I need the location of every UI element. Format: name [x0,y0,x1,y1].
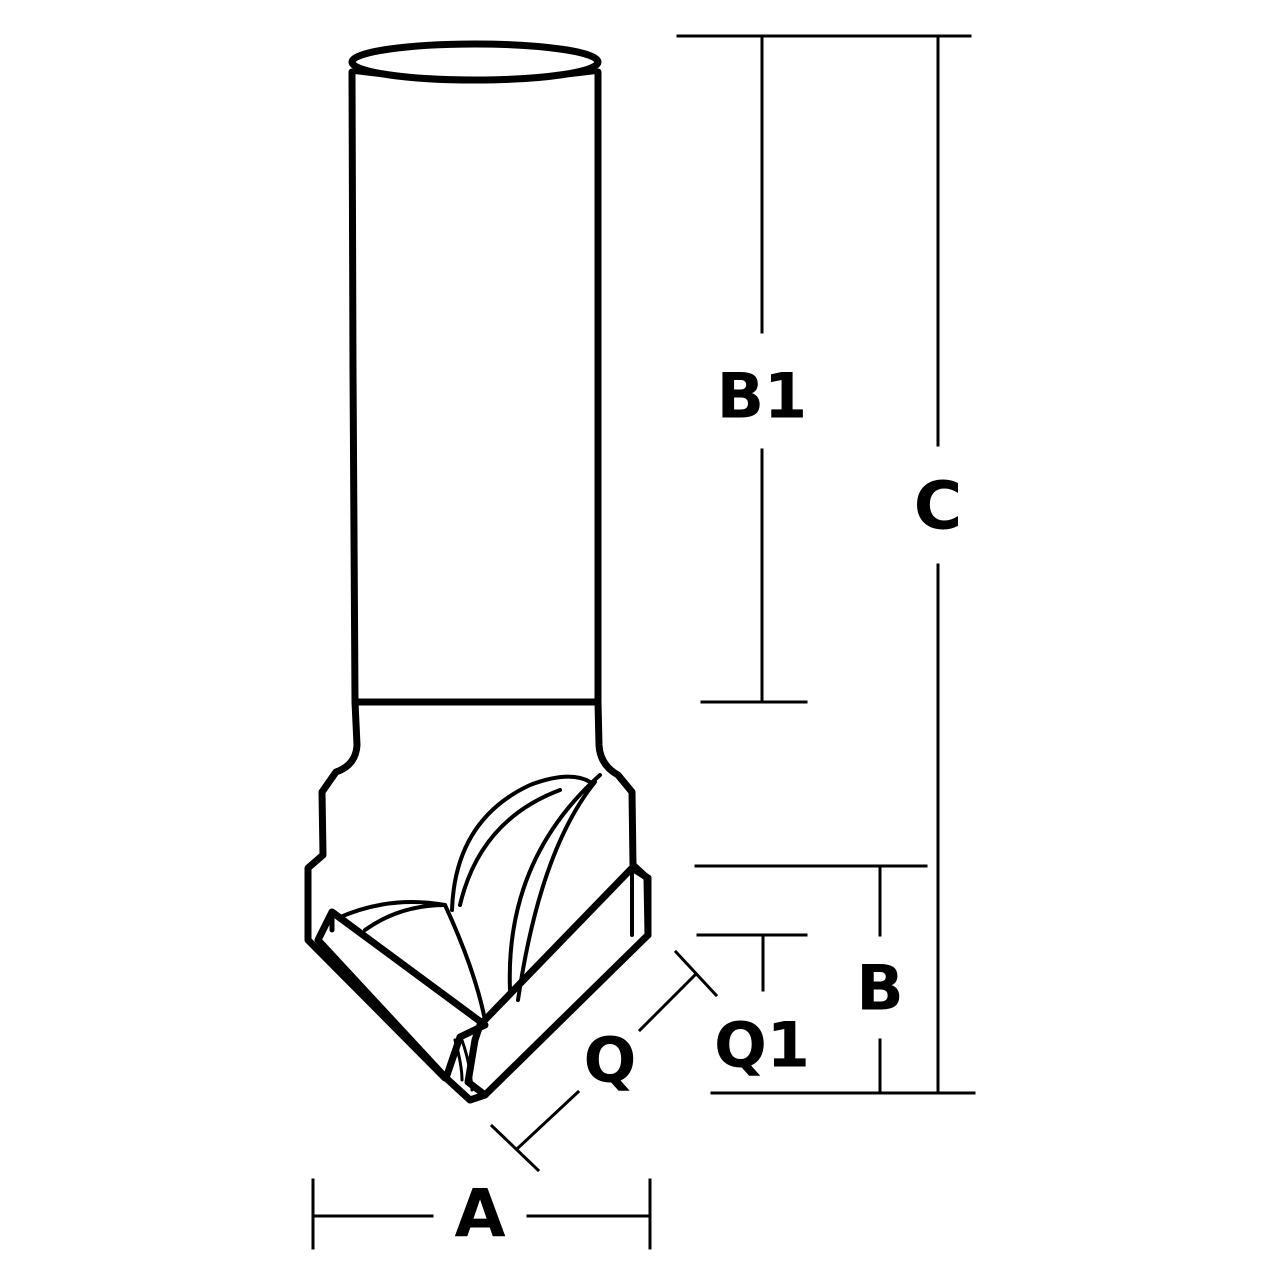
q-dim-line-bottom [515,1089,581,1151]
label-b: B [856,952,903,1025]
dimension-lines [311,34,976,1250]
label-a: A [454,1176,505,1253]
label-c: C [914,468,962,545]
q-extension-bottom [489,1123,541,1173]
body-right-outline [594,698,652,939]
shank-top-rim [353,70,598,82]
dimension-labels: B1 C B Q1 Q A [454,360,962,1253]
bit-tip [442,1074,489,1104]
right-blade [464,864,652,1099]
label-q: Q [584,1024,637,1097]
left-blade [314,908,489,1082]
label-b1: B1 [717,360,807,433]
router-bit [304,40,652,1104]
shank-left-side [348,68,359,704]
body-left-outline [304,698,449,1082]
flute-curves [336,773,602,1092]
label-q1: Q1 [714,1009,810,1082]
q-dim-line-top [637,971,699,1033]
